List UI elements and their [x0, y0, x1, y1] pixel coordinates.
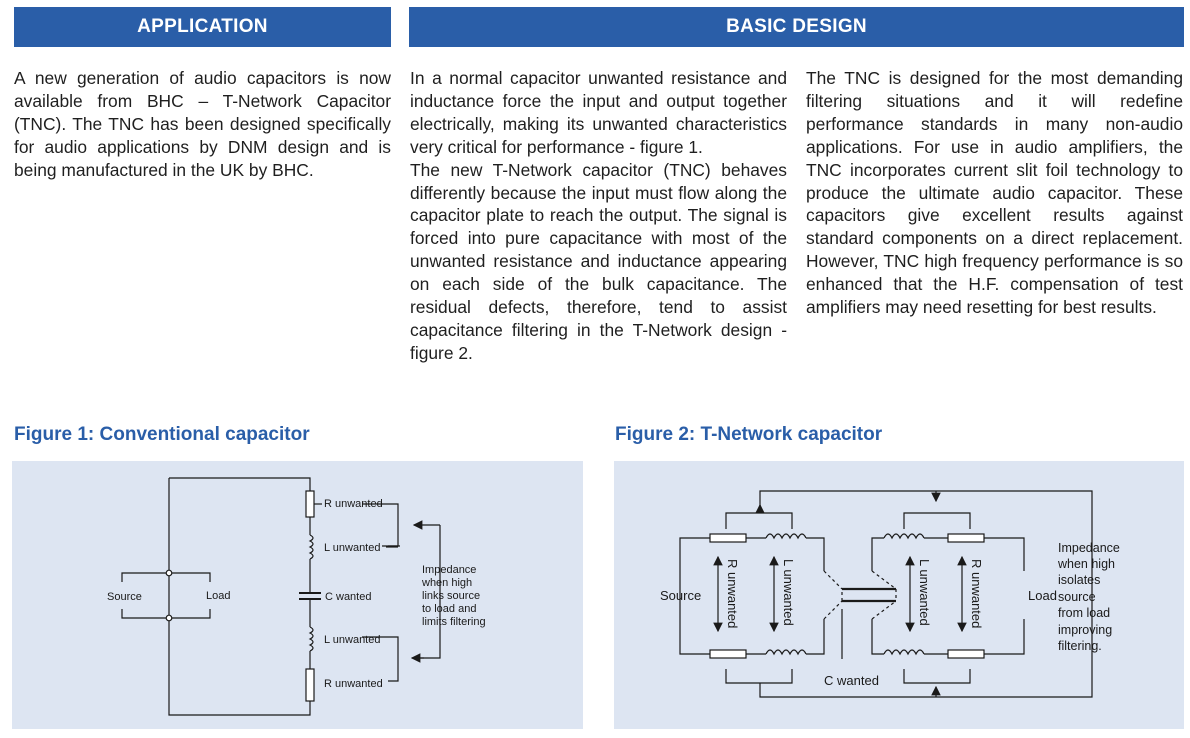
fig1-l-unwanted-bottom-label: L unwanted	[324, 634, 380, 646]
figure2-title: Figure 2: T-Network capacitor	[615, 424, 883, 445]
figure1-title: Figure 1: Conventional capacitor	[14, 424, 310, 445]
fig2-r-unwanted-right-label: R unwanted	[969, 559, 984, 628]
figure1-diagram: R unwanted L unwanted C wanted L unwante…	[12, 461, 583, 729]
application-header-label: APPLICATION	[137, 16, 268, 37]
fig2-note-line4: source	[1058, 590, 1096, 604]
l-unwanted-right-bottom	[883, 649, 925, 656]
figure2-diagram: Source Load C wanted Impedance when high…	[614, 461, 1184, 729]
fig2-note-line6: improving	[1058, 623, 1112, 637]
figure2-circuit: Source Load C wanted Impedance when high…	[660, 490, 1120, 698]
application-paragraph: A new generation of audio capacitors is …	[14, 68, 391, 180]
fig2-c-wanted-label: C wanted	[824, 673, 879, 688]
r-unwanted-right-bottom	[947, 649, 985, 659]
l-unwanted-right-top	[883, 533, 925, 540]
outer-loop	[759, 490, 1093, 698]
fig2-l-unwanted-right-label: L unwanted	[917, 559, 932, 626]
basic-design-header: BASIC DESIGN	[409, 7, 1184, 47]
l-unwanted-top-inductor	[308, 534, 314, 560]
r-unwanted-left-bottom	[709, 649, 747, 659]
design-paragraph-2: The new T-Network capacitor (TNC) behave…	[410, 159, 787, 363]
fig2-note-line2: when high	[1057, 557, 1115, 571]
fig2-note-line1: Impedance	[1058, 541, 1120, 555]
fig1-note-line4: to load and	[422, 603, 476, 615]
r-unwanted-bottom-resistor	[305, 668, 315, 702]
r-unwanted-left-top	[709, 533, 747, 543]
l-unwanted-bottom-inductor	[308, 626, 314, 652]
r-unwanted-top-resistor	[305, 490, 315, 518]
fig1-c-wanted-label: C wanted	[325, 591, 371, 603]
fig2-l-unwanted-left-label: L unwanted	[781, 559, 796, 626]
fig1-note-line1: Impedance	[422, 564, 476, 576]
l-unwanted-left-bottom	[765, 649, 807, 656]
fig1-source-label: Source	[107, 591, 142, 603]
fig1-note-line3: links source	[422, 590, 480, 602]
fig2-note-line3: isolates	[1058, 573, 1100, 587]
fig2-source-label: Source	[660, 588, 701, 603]
tnc-paragraph: The TNC is designed for the most demandi…	[806, 68, 1183, 318]
r-unwanted-right-top	[947, 533, 985, 543]
fig1-note-line2: when high	[421, 577, 472, 589]
fig1-load-label: Load	[206, 590, 230, 602]
fig1-note-line5: limits filtering	[422, 616, 486, 628]
fig1-r-unwanted-bottom-label: R unwanted	[324, 678, 383, 690]
fig2-note-line5: from load	[1058, 606, 1110, 620]
left-wire	[168, 478, 311, 716]
design-paragraph-1: In a normal capacitor unwanted resistanc…	[410, 68, 787, 157]
l-unwanted-left-top	[765, 533, 807, 540]
figure1-circuit: R unwanted L unwanted C wanted L unwante…	[107, 477, 486, 716]
application-header: APPLICATION	[14, 7, 391, 47]
basic-design-header-label: BASIC DESIGN	[726, 16, 867, 37]
fig1-r-unwanted-top-label: R unwanted	[324, 498, 383, 510]
tnc-column: The TNC is designed for the most demandi…	[806, 67, 1183, 319]
fig2-r-unwanted-left-label: R unwanted	[725, 559, 740, 628]
fig2-load-label: Load	[1028, 588, 1057, 603]
basic-design-column: In a normal capacitor unwanted resistanc…	[410, 67, 787, 365]
fig2-note-line7: filtering.	[1058, 639, 1102, 653]
fig1-l-unwanted-top-label: L unwanted	[324, 542, 380, 554]
top-wire	[169, 477, 311, 491]
application-column: A new generation of audio capacitors is …	[14, 67, 391, 182]
